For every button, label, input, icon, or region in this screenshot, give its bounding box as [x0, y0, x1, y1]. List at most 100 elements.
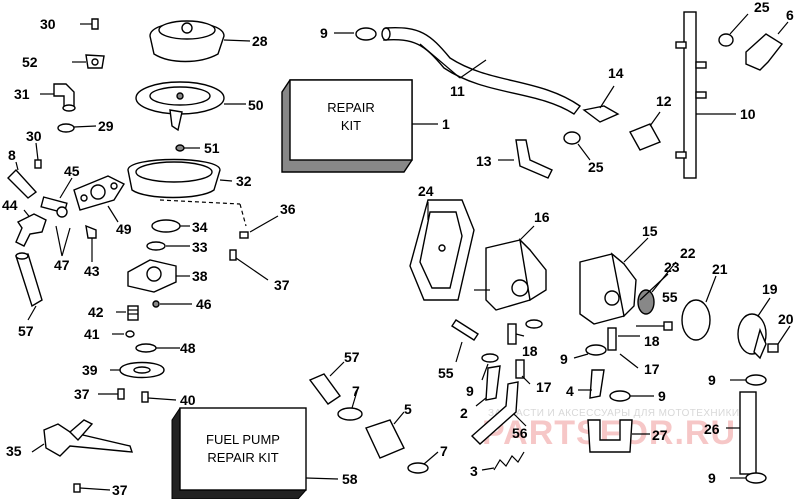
- part-37-screw: [229, 249, 269, 281]
- part-17-fitting-b: [619, 353, 639, 369]
- part-43-pin: [85, 224, 97, 262]
- fuel-pump-kit-box: FUEL PUMP REPAIR KIT: [171, 407, 339, 499]
- label-39: 39: [82, 362, 98, 378]
- part-30-small-screw: [34, 142, 42, 169]
- part-7-clamp: [337, 387, 363, 421]
- label-37c: 37: [112, 482, 128, 498]
- part-11-hose: [381, 27, 581, 115]
- part-5-filter: [365, 411, 405, 459]
- label-32: 32: [236, 173, 252, 189]
- part-44-elbow: [15, 209, 47, 247]
- label-34: 34: [192, 219, 208, 235]
- part-2-hose: [475, 365, 501, 407]
- part-49-gasket: [73, 175, 126, 223]
- label-55a: 55: [662, 289, 678, 305]
- repair-kit-line1: REPAIR: [327, 100, 374, 115]
- label-9e: 9: [708, 372, 716, 388]
- label-37: 37: [274, 277, 290, 293]
- label-6: 6: [786, 7, 794, 23]
- label-9a: 9: [320, 25, 328, 41]
- part-57-hose: [15, 252, 43, 321]
- part-56-hose: [470, 381, 527, 445]
- label-42: 42: [88, 304, 104, 320]
- part-47-leader: [55, 225, 71, 257]
- label-9c: 9: [466, 383, 474, 399]
- label-40: 40: [180, 392, 196, 408]
- part-9-clamp-c: [481, 353, 499, 381]
- part-28-cap: [149, 20, 251, 63]
- label-25: 25: [588, 159, 604, 175]
- label-9f: 9: [708, 470, 716, 486]
- part-33-oring: [146, 241, 190, 251]
- label-1: 1: [442, 116, 450, 132]
- label-38: 38: [192, 268, 208, 284]
- label-33: 33: [192, 239, 208, 255]
- part-18-fitting-b: [607, 327, 640, 351]
- part-21-oring: [681, 275, 717, 341]
- label-45: 45: [64, 163, 80, 179]
- part-51-plug: [175, 144, 200, 152]
- part-9-clamp: [334, 27, 377, 41]
- part-55-screw: [636, 321, 673, 331]
- part-32-housing: [127, 158, 247, 227]
- label-43: 43: [84, 263, 100, 279]
- part-14-tee: [582, 85, 620, 123]
- label-49: 49: [116, 221, 132, 237]
- label-29: 29: [98, 118, 114, 134]
- label-26: 26: [704, 421, 720, 437]
- label-2: 2: [460, 405, 468, 421]
- label-17a: 17: [536, 379, 552, 395]
- part-17-fitting: [515, 359, 531, 385]
- part-48-gasket: [135, 343, 180, 353]
- part-18-fitting: [507, 319, 543, 345]
- part-7-clamp-b: [407, 451, 439, 474]
- part-19-cover: [737, 297, 771, 360]
- part-36-screw: [239, 215, 279, 239]
- label-8: 8: [8, 147, 16, 163]
- label-9b: 9: [560, 351, 568, 367]
- part-9-clamp-f: [730, 472, 767, 484]
- label-36: 36: [280, 201, 296, 217]
- part-4-hose: [578, 369, 605, 399]
- part-24-gasket: [409, 199, 475, 301]
- label-24: 24: [418, 183, 434, 199]
- part-8-hose: [7, 161, 38, 199]
- part-57-hose-b: [308, 361, 345, 405]
- label-31: 31: [14, 86, 30, 102]
- label-35: 35: [6, 443, 22, 459]
- part-30-screw: [80, 18, 99, 30]
- label-30: 30: [40, 16, 56, 32]
- part-45-fitting: [40, 177, 73, 218]
- part-29-oring: [57, 123, 97, 133]
- label-20: 20: [778, 311, 794, 327]
- label-9d: 9: [658, 388, 666, 404]
- part-16-pump: [474, 225, 547, 311]
- label-22: 22: [680, 245, 696, 261]
- part-15-pump: [579, 237, 649, 325]
- label-27: 27: [652, 427, 668, 443]
- label-56: 56: [512, 425, 528, 441]
- part-10-manifold: [675, 11, 736, 179]
- label-52: 52: [22, 54, 38, 70]
- label-58: 58: [342, 471, 358, 487]
- part-41-ball: [112, 330, 135, 338]
- label-18b: 18: [644, 333, 660, 349]
- label-17b: 17: [644, 361, 660, 377]
- label-23: 23: [664, 259, 680, 275]
- label-13: 13: [476, 153, 492, 169]
- part-46-screw: [152, 300, 192, 308]
- label-7a: 7: [352, 383, 360, 399]
- label-14: 14: [608, 65, 624, 81]
- part-35-tool: [31, 419, 134, 457]
- label-4: 4: [566, 383, 574, 399]
- part-22-diaphragm: [637, 261, 677, 315]
- label-46: 46: [196, 296, 212, 312]
- label-30b: 30: [26, 128, 42, 144]
- part-25-clamp-b: [718, 13, 749, 47]
- part-27-hose: [587, 419, 650, 453]
- fuel-pump-kit-line2: REPAIR KIT: [207, 450, 278, 465]
- label-41: 41: [84, 326, 100, 342]
- repair-kit-line2: KIT: [341, 118, 361, 133]
